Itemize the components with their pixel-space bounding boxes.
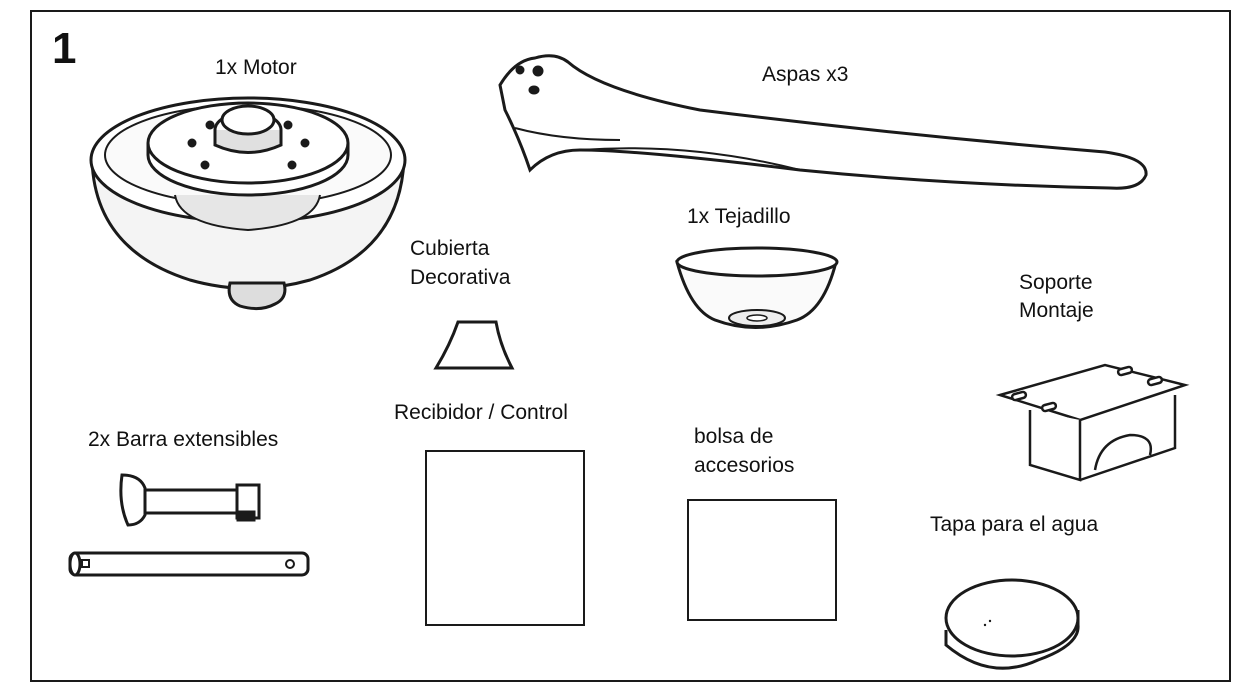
receiver-label: Recibidor / Control — [394, 401, 568, 424]
blades-label: Aspas x3 — [762, 63, 849, 86]
fan-blade-icon — [498, 54, 1148, 190]
mounting-bracket-label-line2: Montaje — [1019, 299, 1094, 322]
mounting-bracket-label-line1: Soporte — [1019, 271, 1093, 294]
canopy-label: 1x Tejadillo — [687, 205, 791, 228]
water-cap-icon — [944, 578, 1080, 670]
decorative-cover-label-line1: Cubierta — [410, 237, 490, 260]
mounting-bracket-icon — [995, 363, 1190, 482]
receiver-box-icon — [425, 450, 585, 626]
decorative-cover-icon — [433, 320, 515, 370]
step-number: 1 — [52, 24, 77, 73]
downrod-icon — [68, 473, 310, 577]
water-cap-label: Tapa para el agua — [930, 513, 1099, 536]
accessory-bag-icon — [687, 499, 837, 621]
downrods-label: 2x Barra extensibles — [88, 428, 279, 451]
fan-motor-icon — [89, 96, 407, 311]
accessory-bag-label-line2: accesorios — [694, 454, 795, 477]
accessory-bag-label-line1: bolsa de — [694, 425, 774, 448]
motor-label: 1x Motor — [215, 56, 297, 79]
decorative-cover-label-line2: Decorativa — [410, 266, 511, 289]
canopy-icon — [675, 246, 839, 329]
